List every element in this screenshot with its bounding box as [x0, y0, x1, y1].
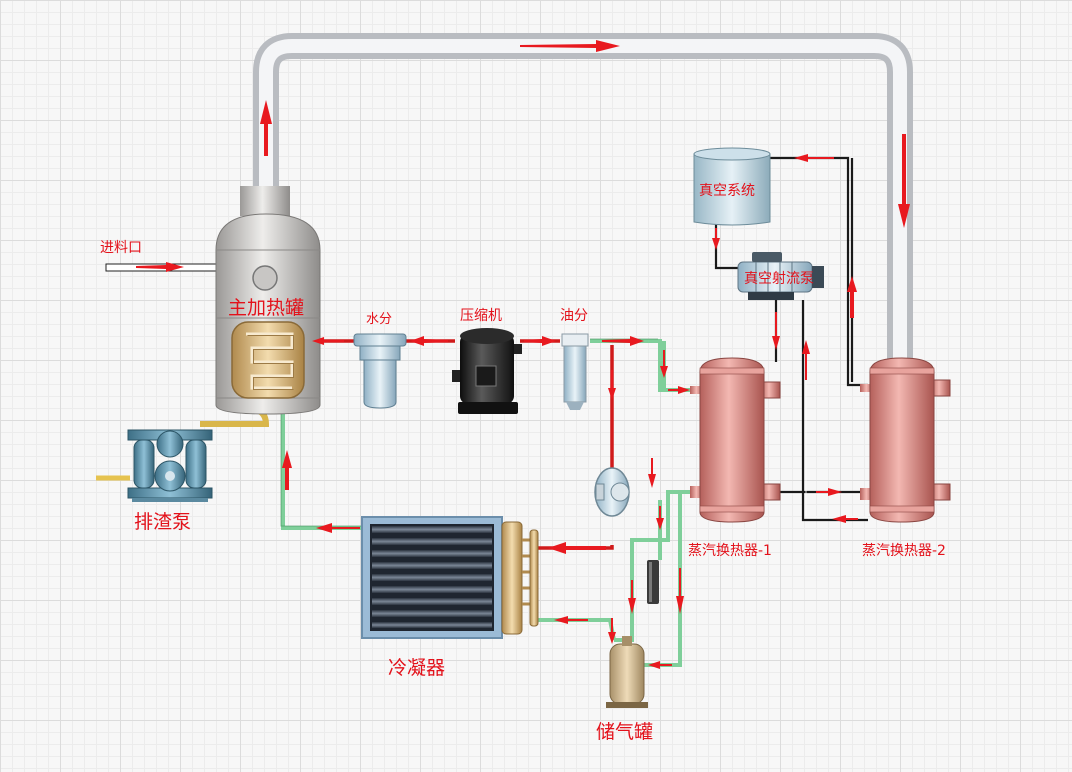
- expansion-valve: [594, 467, 630, 517]
- arrow-down-icon: [712, 228, 720, 250]
- arrow-right-icon: [816, 488, 842, 496]
- arrow-down-icon: [656, 506, 664, 530]
- oil-separator-label: 油分: [560, 308, 588, 324]
- arrow-down-icon: [628, 580, 636, 614]
- vacuum-system: [693, 147, 771, 226]
- slag-pump-label: 排渣泵: [134, 511, 191, 533]
- arrow-up-icon: [847, 276, 857, 318]
- arrow-down-icon: [648, 458, 656, 488]
- condenser-label: 冷凝器: [388, 657, 445, 679]
- slag-pump: [127, 429, 213, 502]
- arrow-up-icon: [282, 450, 292, 490]
- water-separator-label: 水分: [366, 312, 392, 327]
- condenser: [361, 516, 539, 639]
- arrow-up-icon: [260, 100, 272, 156]
- water-separator: [353, 333, 407, 409]
- arrow-left-icon: [794, 154, 834, 162]
- arrow-up-icon: [802, 340, 810, 380]
- feed-inlet-label: 进料口: [100, 240, 142, 256]
- arrow-right-icon: [136, 262, 184, 272]
- arrow-left-icon: [410, 336, 448, 346]
- arrow-left-icon: [648, 661, 672, 669]
- compressor-label: 压缩机: [460, 308, 502, 324]
- arrow-left-icon: [312, 337, 344, 345]
- oil-separator: [561, 333, 589, 410]
- steam-heat-exchanger-1: [690, 357, 781, 523]
- arrow-down-icon: [608, 370, 616, 400]
- main-heating-tank: [215, 186, 321, 415]
- vacuum-jet-pump-label: 真空射流泵: [744, 271, 814, 287]
- flow-arrows: [136, 40, 910, 669]
- arrow-left-icon: [554, 616, 588, 624]
- arrow-down-icon: [660, 350, 668, 378]
- arrow-down-icon: [608, 618, 616, 644]
- arrow-right-icon: [668, 386, 690, 394]
- arrow-right-icon: [602, 336, 644, 346]
- compressor: [452, 328, 522, 414]
- labels: 进料口 主加热罐 水分 压缩机 油分 真空系统 真空射流泵 排渣泵 蒸汽换热器-…: [100, 183, 946, 743]
- arrow-down-icon: [772, 312, 780, 350]
- steam-heat-exchanger-2: [860, 357, 951, 523]
- arrow-right-icon: [524, 336, 556, 346]
- arrow-down-icon: [676, 568, 684, 614]
- dry-filter: [647, 560, 659, 604]
- main-heating-tank-label: 主加热罐: [228, 297, 304, 319]
- green-pipe-outline: [280, 338, 658, 527]
- arrow-left-icon: [548, 542, 606, 554]
- arrow-right-icon: [520, 40, 620, 52]
- gas-storage-tank-label: 储气罐: [596, 721, 653, 743]
- steam-heat-exchanger-1-label: 蒸汽换热器-1: [688, 542, 772, 559]
- vacuum-system-label: 真空系统: [699, 183, 755, 199]
- arrow-left-icon: [832, 515, 858, 523]
- vacuum-jet-pump: [737, 252, 824, 300]
- arrow-down-icon: [898, 134, 910, 228]
- steam-heat-exchanger-2-label: 蒸汽换热器-2: [862, 542, 946, 559]
- arrow-left-icon: [316, 523, 360, 533]
- gas-storage-tank: [606, 636, 648, 708]
